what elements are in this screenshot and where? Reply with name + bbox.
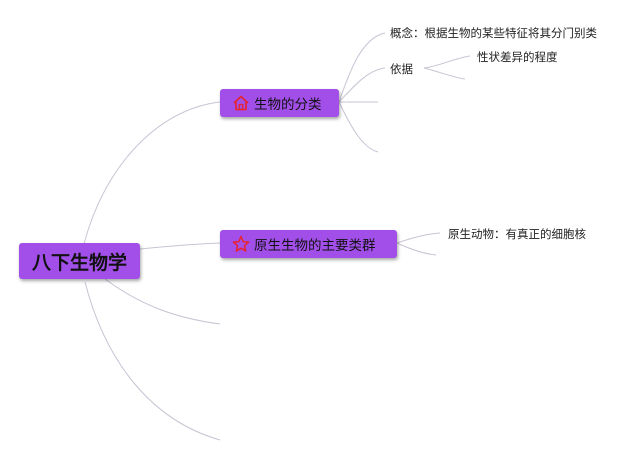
subtopic-protozoa[interactable]: 原生动物：有真正的细胞核 (448, 227, 586, 241)
subtopic-basis[interactable]: 依据 (390, 62, 413, 76)
branch-topic-protists[interactable]: 原生生物的主要类群 (220, 230, 397, 258)
branch-topic-classification-label: 生物的分类 (254, 97, 322, 113)
branch-topic-protists-label: 原生生物的主要类群 (254, 238, 376, 254)
link-branch2-extra (396, 242, 437, 256)
link-root-branch3 (104, 278, 221, 325)
branch-topic-classification[interactable]: 生物的分类 (220, 89, 339, 117)
link-root-branch1 (79, 101, 221, 263)
link-root-branch2 (139, 242, 221, 250)
root-topic[interactable]: 八下生物学 (19, 243, 140, 279)
star-icon (232, 235, 250, 253)
link-basis-degree (423, 55, 471, 69)
link-branch1-basis (338, 67, 386, 103)
link-branch1-concept (338, 32, 386, 103)
link-branch1-extra2 (338, 101, 379, 153)
link-root-branch4 (84, 281, 221, 441)
root-topic-label: 八下生物学 (32, 251, 128, 274)
subtopic-concept[interactable]: 概念：根据生物的某些特征将其分门别类 (390, 26, 597, 40)
link-basis-extra (423, 67, 466, 80)
house-icon (232, 94, 250, 112)
link-branch2-protozoa (396, 232, 441, 244)
subtopic-trait-difference[interactable]: 性状差异的程度 (477, 50, 558, 64)
